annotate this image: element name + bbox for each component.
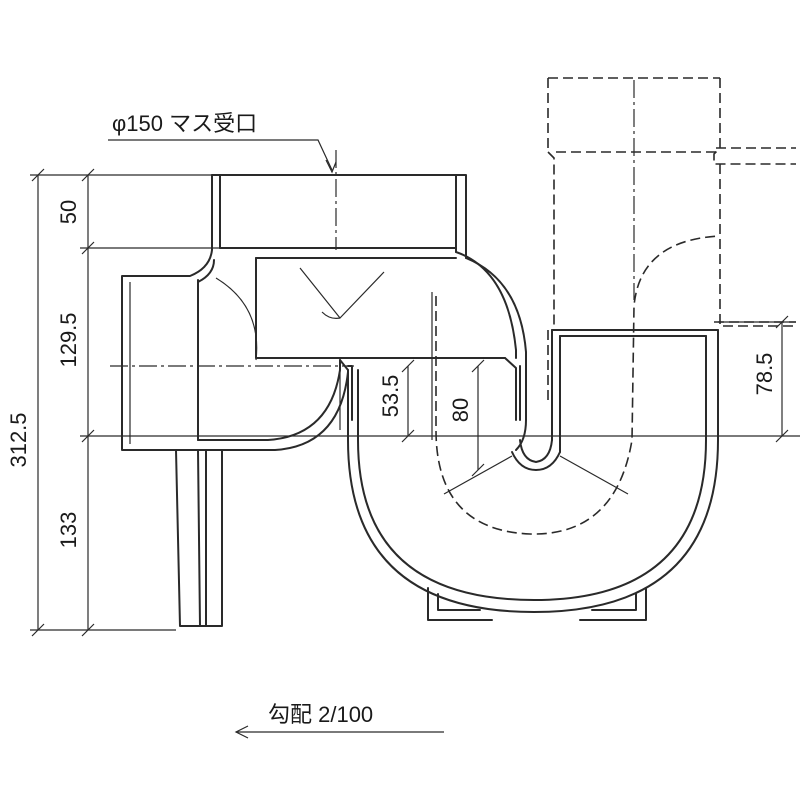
dimension-lines <box>30 168 800 637</box>
dim-trap-depth: 80 <box>448 398 473 422</box>
slope-label: 勾配 2/100 <box>268 702 373 727</box>
dim-total-height: 312.5 <box>6 412 31 467</box>
support-leg <box>175 449 223 627</box>
inlet-label-leader <box>108 139 337 174</box>
bottom-feet <box>427 587 647 621</box>
dim-inner-trap: 53.5 <box>378 375 403 418</box>
outlet-pipe-dashed <box>547 77 796 400</box>
trap-u-bend <box>339 235 721 613</box>
inlet-label: φ150 マス受口 <box>112 111 257 136</box>
slope-arrow <box>234 725 444 739</box>
dim-outlet-offset: 78.5 <box>752 353 777 396</box>
center-lines <box>110 150 354 367</box>
dim-middle: 129.5 <box>56 312 81 367</box>
dim-bottom: 133 <box>56 512 81 549</box>
upper-bend <box>431 251 527 440</box>
inlet-elbow <box>129 259 349 451</box>
inner-baffle <box>255 257 506 359</box>
inlet-basin <box>121 174 467 451</box>
dim-top: 50 <box>56 200 81 224</box>
